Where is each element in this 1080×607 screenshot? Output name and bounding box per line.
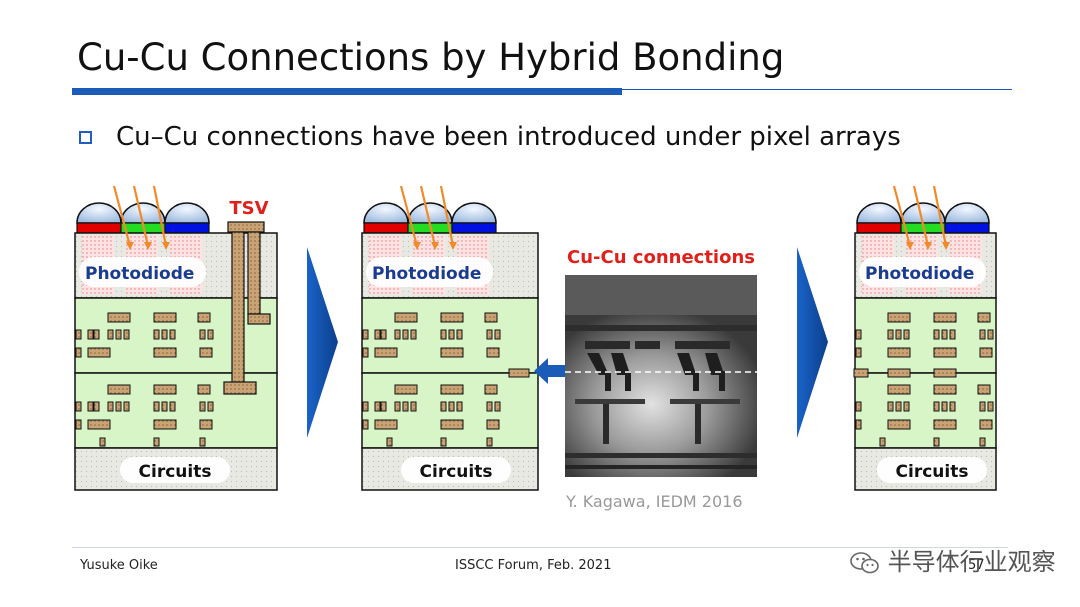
title-rule xyxy=(622,89,1012,90)
circuits-label: Circuits xyxy=(896,462,969,482)
photo-label: Cu-Cu connections xyxy=(567,247,755,268)
photo-caption: Y. Kagawa, IEDM 2016 xyxy=(566,492,743,511)
watermark-text: 半导体行业观察 xyxy=(887,548,1056,576)
diagram-cu-cu: Photodiode Circuits xyxy=(361,185,539,491)
microlens-icon xyxy=(900,202,946,224)
circuits-label: Circuits xyxy=(139,462,212,482)
microlens-icon xyxy=(76,202,122,224)
microlens-icon xyxy=(451,202,497,224)
microlens-icon xyxy=(363,202,409,224)
tsv-label: TSV xyxy=(229,198,268,219)
wechat-icon xyxy=(850,551,880,575)
circuits-label: Circuits xyxy=(420,462,493,482)
footer-rule xyxy=(72,547,1008,548)
diagram-stacked: Photodiode Circuits xyxy=(853,185,997,491)
microlens-icon xyxy=(164,202,210,224)
bullet-text: Cu–Cu connections have been introduced u… xyxy=(116,122,901,152)
microlens-icon xyxy=(856,202,902,224)
photodiode-label: Photodiode xyxy=(372,264,481,284)
diagram-tsv: Photodiode Circuits TSV xyxy=(74,185,278,491)
microlens-icon xyxy=(944,202,990,224)
footer-author: Yusuke Oike xyxy=(80,558,158,573)
sem-photo xyxy=(565,275,757,477)
photodiode-label: Photodiode xyxy=(85,264,194,284)
chevron-right-icon xyxy=(797,247,828,438)
page-number: 57 xyxy=(968,558,985,573)
microlens-icon xyxy=(407,202,453,224)
bullet-square-icon xyxy=(79,131,92,144)
page-title: Cu-Cu Connections by Hybrid Bonding xyxy=(77,36,785,79)
microlens-icon xyxy=(120,202,166,224)
chevron-right-icon xyxy=(307,247,338,438)
footer-event: ISSCC Forum, Feb. 2021 xyxy=(455,558,612,573)
title-underline xyxy=(72,88,622,95)
photodiode-label: Photodiode xyxy=(865,264,974,284)
watermark: 半导体行业观察 xyxy=(850,542,1056,577)
arrow-left-icon xyxy=(534,358,568,384)
